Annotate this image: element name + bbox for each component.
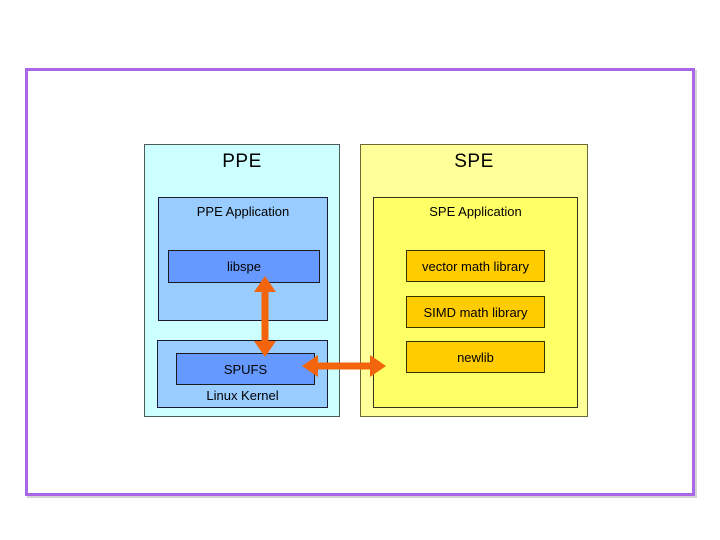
vector-math-library-label: vector math library (422, 258, 529, 274)
ppe-application-box: PPE Application libspe (158, 197, 328, 321)
spe-group-box: SPE SPE Application vector math library … (360, 144, 588, 417)
simd-math-library-label: SIMD math library (423, 304, 528, 320)
spe-application-box: SPE Application vector math library SIMD… (373, 197, 578, 408)
spe-application-title: SPE Application (429, 204, 522, 219)
ppe-application-title: PPE Application (196, 204, 290, 219)
libspe-box: libspe (168, 250, 320, 283)
newlib-box: newlib (406, 341, 545, 373)
spufs-box: SPUFS (176, 353, 315, 385)
ppe-group-box: PPE PPE Application libspe SPUFS Linux K… (144, 144, 340, 417)
ppe-group-title: PPE (222, 151, 262, 172)
simd-math-library-box: SIMD math library (406, 296, 545, 328)
linux-kernel-box: SPUFS Linux Kernel (157, 340, 328, 408)
spufs-label: SPUFS (223, 361, 268, 377)
libspe-label: libspe (227, 259, 261, 274)
linux-kernel-title: Linux Kernel (206, 388, 279, 403)
vector-math-library-box: vector math library (406, 250, 545, 282)
spe-group-title: SPE (454, 151, 494, 172)
newlib-label: newlib (457, 349, 494, 365)
